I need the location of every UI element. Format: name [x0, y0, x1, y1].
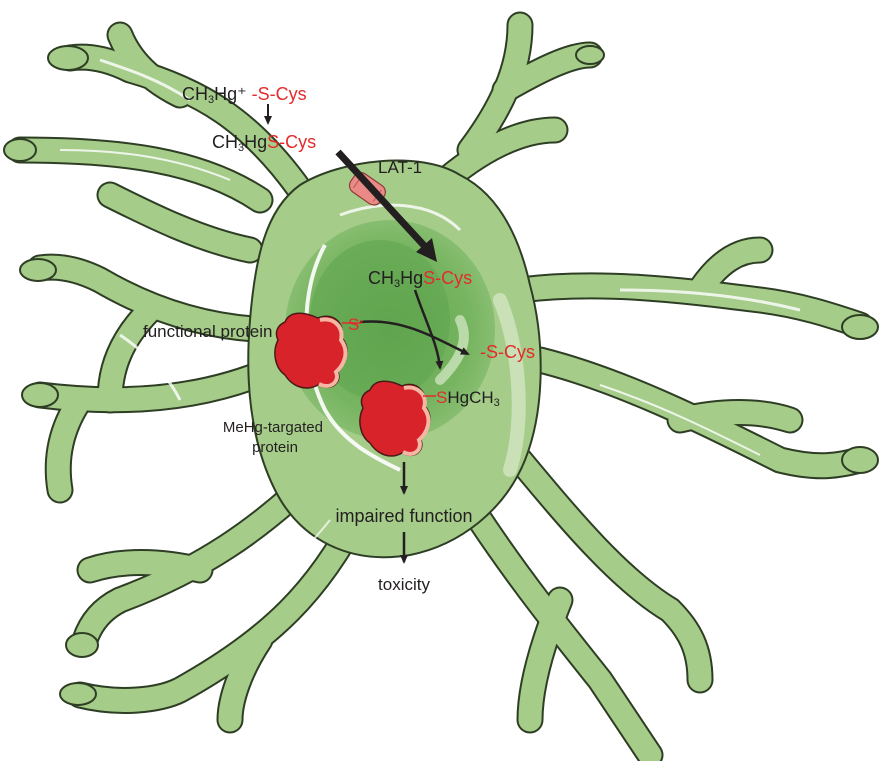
label-inside-complex: CH3HgS-Cys — [368, 268, 472, 290]
label-impaired-function: impaired function — [335, 506, 472, 526]
label-lat1: LAT-1 — [378, 158, 422, 177]
label-top-line1: CH3Hg⁺ -S-Cys — [182, 84, 307, 106]
label-toxicity: toxicity — [378, 575, 430, 594]
label-bound-mehg: SHgCH3 — [436, 388, 500, 409]
label-functional-protein: functional protein — [143, 322, 272, 341]
label-top-line2: CH3HgS-Cys — [212, 132, 316, 154]
label-released-cys: -S-Cys — [480, 342, 535, 362]
